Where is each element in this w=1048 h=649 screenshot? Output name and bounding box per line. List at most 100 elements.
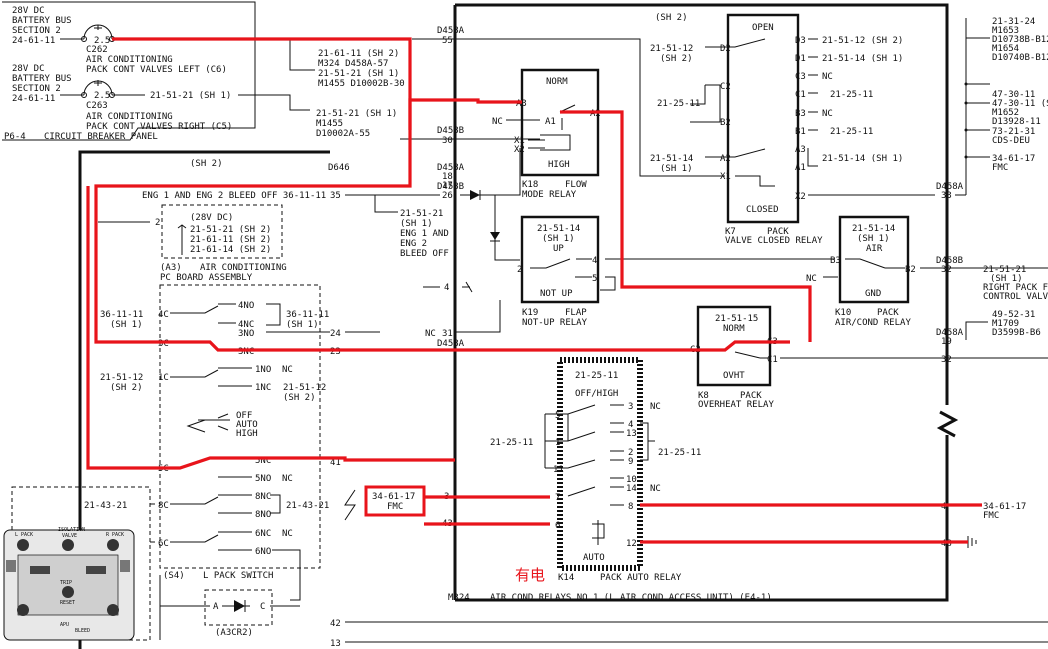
svg-text:24-61-11: 24-61-11: [12, 36, 55, 46]
svg-text:21-25-11: 21-25-11: [657, 99, 700, 109]
svg-text:OVERHEAT RELAY: OVERHEAT RELAY: [698, 400, 774, 410]
svg-text:A1: A1: [795, 163, 806, 173]
svg-text:NC: NC: [822, 109, 833, 119]
svg-text:C3: C3: [795, 72, 806, 82]
svg-text:47-30-11: 47-30-11: [992, 90, 1035, 100]
svg-text:D458A: D458A: [437, 339, 465, 349]
svg-text:31: 31: [442, 329, 453, 339]
svg-text:8: 8: [628, 502, 633, 512]
svg-text:L PACK SWITCH: L PACK SWITCH: [203, 571, 273, 581]
svg-text:AUTO: AUTO: [583, 553, 605, 563]
svg-text:ISOLATION: ISOLATION: [58, 527, 85, 533]
svg-text:D458B: D458B: [437, 182, 464, 192]
svg-text:BATTERY BUS: BATTERY BUS: [12, 74, 72, 84]
svg-text:4: 4: [592, 256, 597, 266]
svg-text:34-61-17: 34-61-17: [983, 502, 1026, 512]
svg-text:4: 4: [941, 502, 946, 512]
svg-text:7: 7: [555, 493, 560, 503]
svg-text:OVHT: OVHT: [723, 371, 745, 381]
svg-text:28V DC: 28V DC: [12, 6, 45, 16]
a3cr2-diode: A C (A3CR2): [159, 575, 300, 640]
svg-text:K8: K8: [698, 391, 709, 401]
connector-column: D458A 55 D458B 30 D646 D458A 18 17 D458B…: [328, 26, 1048, 649]
svg-text:A2: A2: [720, 154, 731, 164]
svg-text:B2: B2: [720, 118, 731, 128]
svg-text:(SH 1): (SH 1): [660, 164, 693, 174]
svg-text:VALVE CLOSED RELAY: VALVE CLOSED RELAY: [725, 236, 823, 246]
svg-text:(A3CR2): (A3CR2): [215, 628, 253, 638]
svg-text:NC: NC: [650, 402, 661, 412]
svg-text:12: 12: [626, 539, 637, 549]
svg-text:(SH 1): (SH 1): [990, 274, 1023, 284]
svg-text:R PACK: R PACK: [106, 532, 124, 538]
svg-text:PACK: PACK: [767, 227, 789, 237]
svg-text:(28V DC): (28V DC): [190, 213, 233, 223]
svg-text:8NC: 8NC: [255, 492, 271, 502]
svg-text:4NO: 4NO: [238, 301, 254, 311]
svg-text:A3: A3: [516, 99, 527, 109]
svg-text:11: 11: [553, 465, 564, 475]
svg-text:49-52-31: 49-52-31: [992, 310, 1035, 320]
svg-text:NC: NC: [282, 474, 293, 484]
relay-block-name: AIR COND RELAYS NO 1 (L AIR COND ACCESS …: [490, 593, 772, 603]
svg-text:42: 42: [330, 619, 341, 629]
svg-text:5: 5: [555, 411, 560, 421]
svg-text:21-51-12 (SH 2): 21-51-12 (SH 2): [822, 36, 903, 46]
svg-text:D458A: D458A: [936, 328, 964, 338]
svg-text:32: 32: [941, 265, 952, 275]
svg-text:21-51-12: 21-51-12: [283, 383, 326, 393]
k18-flow-mode-relay: NORM HIGH A3 A2 A1 X1 X2 NC K18 FLOW MOD…: [492, 68, 601, 200]
svg-text:B3: B3: [795, 109, 806, 119]
svg-text:21-61-11 (SH 2): 21-61-11 (SH 2): [318, 49, 399, 59]
svg-text:CDS-DEU: CDS-DEU: [992, 136, 1030, 146]
svg-text:47-30-11 (SH 2): 47-30-11 (SH 2): [992, 99, 1048, 109]
svg-text:32: 32: [941, 355, 952, 365]
svg-text:2: 2: [517, 265, 522, 275]
svg-text:21-51-21 (SH 1): 21-51-21 (SH 1): [318, 69, 399, 79]
right-references: 21-31-24 M1653 D10738B-B12 M1654 D10740B…: [936, 17, 1048, 549]
svg-text:6NC: 6NC: [255, 529, 271, 539]
svg-text:21-61-11 (SH 2): 21-61-11 (SH 2): [190, 235, 271, 245]
svg-text:21-25-11: 21-25-11: [575, 371, 618, 381]
svg-text:ENG 2: ENG 2: [400, 239, 427, 249]
svg-text:4: 4: [628, 420, 633, 430]
svg-text:K14: K14: [558, 573, 574, 583]
svg-text:RESET: RESET: [60, 600, 75, 606]
svg-text:AIR: AIR: [866, 244, 883, 254]
svg-text:18: 18: [442, 172, 453, 182]
svg-text:21-51-21 (SH 1): 21-51-21 (SH 1): [316, 109, 397, 119]
svg-text:HIGH: HIGH: [548, 160, 570, 170]
svg-text:D3: D3: [795, 36, 806, 46]
svg-text:D458B: D458B: [936, 256, 963, 266]
svg-text:HIGH: HIGH: [236, 429, 258, 439]
svg-text:21-31-24: 21-31-24: [992, 17, 1035, 27]
svg-text:21-43-21: 21-43-21: [84, 501, 127, 511]
svg-text:K18: K18: [522, 180, 538, 190]
circuit-breaker-panel: 28V DC BATTERY BUS SECTION 2 24-61-11 C2…: [2, 1, 405, 142]
svg-text:D458A: D458A: [936, 182, 964, 192]
svg-text:6C: 6C: [158, 539, 169, 549]
svg-text:21-25-11: 21-25-11: [830, 90, 873, 100]
svg-text:9: 9: [628, 457, 633, 467]
svg-text:M1653: M1653: [992, 26, 1019, 36]
svg-text:21-51-14: 21-51-14: [650, 154, 693, 164]
svg-text:BLEED OFF: BLEED OFF: [400, 249, 449, 259]
svg-text:13: 13: [626, 429, 637, 439]
svg-text:3C: 3C: [158, 339, 169, 349]
svg-text:B2: B2: [905, 265, 916, 275]
svg-text:D1: D1: [795, 54, 806, 64]
svg-text:21-51-21: 21-51-21: [983, 265, 1026, 275]
k10-air-cond-relay: 21-51-14 (SH 1) AIR GND B3 B2 NC K10 PAC…: [806, 215, 1048, 328]
svg-text:5NO: 5NO: [255, 474, 271, 484]
svg-text:K10: K10: [835, 308, 851, 318]
svg-text:NORM: NORM: [546, 77, 568, 87]
svg-text:21-51-21 (SH 2): 21-51-21 (SH 2): [190, 225, 271, 235]
break-mark: [936, 410, 959, 438]
svg-text:21-25-11: 21-25-11: [830, 127, 873, 137]
svg-text:NC: NC: [806, 274, 817, 284]
sheet-ref: (SH 2): [655, 13, 688, 23]
svg-text:NC: NC: [282, 529, 293, 539]
svg-text:21-51-15: 21-51-15: [715, 314, 758, 324]
svg-text:10: 10: [626, 475, 637, 485]
